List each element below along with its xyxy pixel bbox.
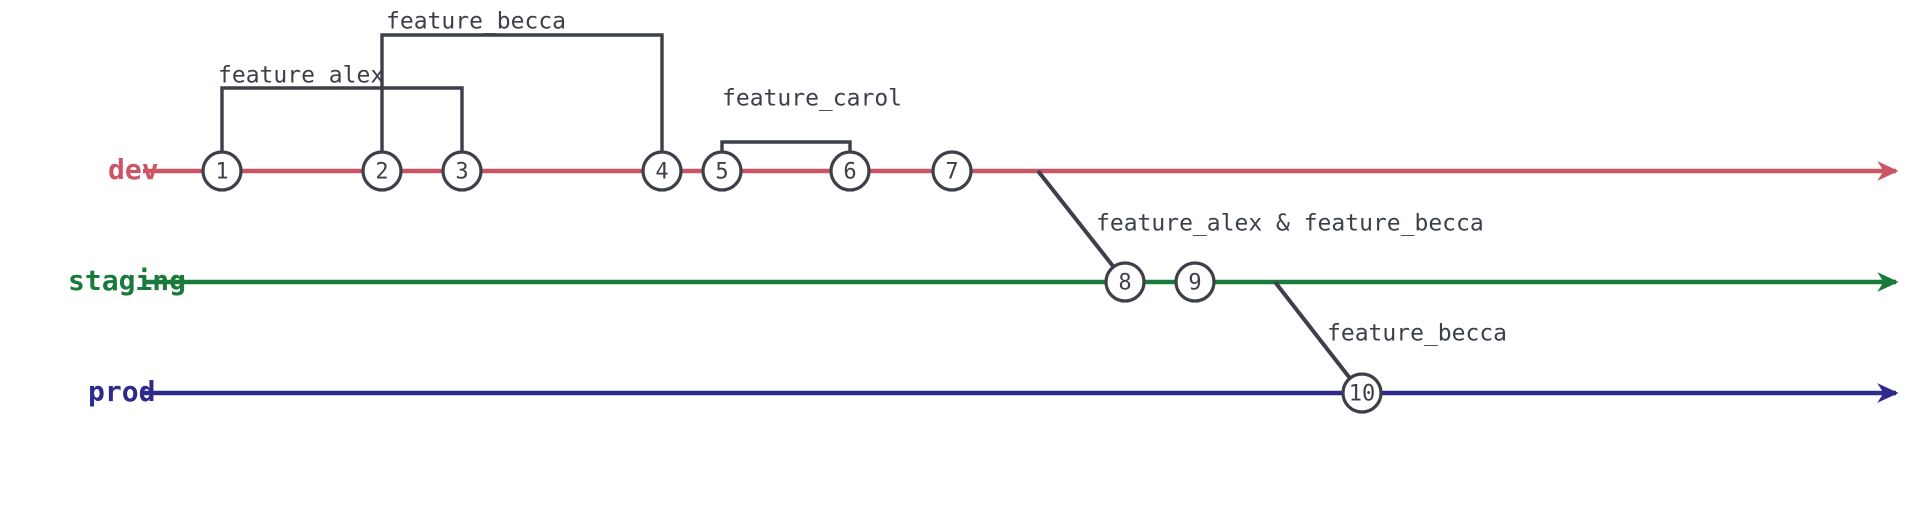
commit-node-6[interactable]: 6 [829,150,871,192]
commit-number-8: 8 [1118,271,1131,296]
feature-label-feature_becca: feature_becca [386,9,566,35]
commit-circle-10 [1341,372,1383,414]
commit-node-3[interactable]: 3 [441,150,483,192]
commit-circle-6 [829,150,871,192]
commit-node-4[interactable]: 4 [641,150,683,192]
commit-node-1[interactable]: 1 [201,150,243,192]
commit-number-7: 7 [945,160,958,185]
commit-circle-3 [441,150,483,192]
merge-lines-group [1036,169,1358,388]
commit-node-8[interactable]: 8 [1104,261,1146,303]
merge-label-merge-staging-to-prod: feature_becca [1327,321,1507,347]
merge-dev-to-staging [1036,169,1122,277]
commit-number-4: 4 [655,160,668,185]
commit-number-5: 5 [715,160,728,185]
commit-node-7[interactable]: 7 [931,150,973,192]
commit-node-10[interactable]: 10 [1341,372,1383,414]
commit-number-9: 9 [1188,271,1201,296]
commit-number-6: 6 [843,160,856,185]
commit-circle-7 [931,150,973,192]
commit-number-1: 1 [215,160,228,185]
merge-staging-to-prod [1273,280,1358,388]
commit-circle-9 [1174,261,1216,303]
commit-nodes-group: 1 2 3 4 5 6 7 8 9 10 [201,150,1383,414]
branch-label-dev: dev [108,153,159,186]
feature-brackets-group [220,33,852,152]
commit-circle-1 [201,150,243,192]
commit-circle-4 [641,150,683,192]
branch-label-prod: prod [88,375,155,408]
commit-node-9[interactable]: 9 [1174,261,1216,303]
branch-label-staging: staging [68,264,186,297]
text-labels-group: devstagingprodfeature_alexfeature_beccaf… [68,9,1507,409]
branch-lines-group [143,161,1899,403]
feature-bracket-feature_alex [220,86,464,152]
commit-number-3: 3 [455,160,468,185]
feature-bracket-feature_becca [380,33,664,152]
feature-label-feature_alex: feature_alex [218,63,384,89]
commit-node-2[interactable]: 2 [361,150,403,192]
commit-node-5[interactable]: 5 [701,150,743,192]
commit-number-10: 10 [1349,382,1376,407]
feature-bracket-feature_carol [720,140,852,152]
commit-circle-5 [701,150,743,192]
feature-label-feature_carol: feature_carol [722,86,902,112]
commit-circle-2 [361,150,403,192]
commit-circle-8 [1104,261,1146,303]
commit-number-2: 2 [375,160,388,185]
merge-label-merge-dev-to-staging: feature_alex & feature_becca [1096,211,1484,237]
